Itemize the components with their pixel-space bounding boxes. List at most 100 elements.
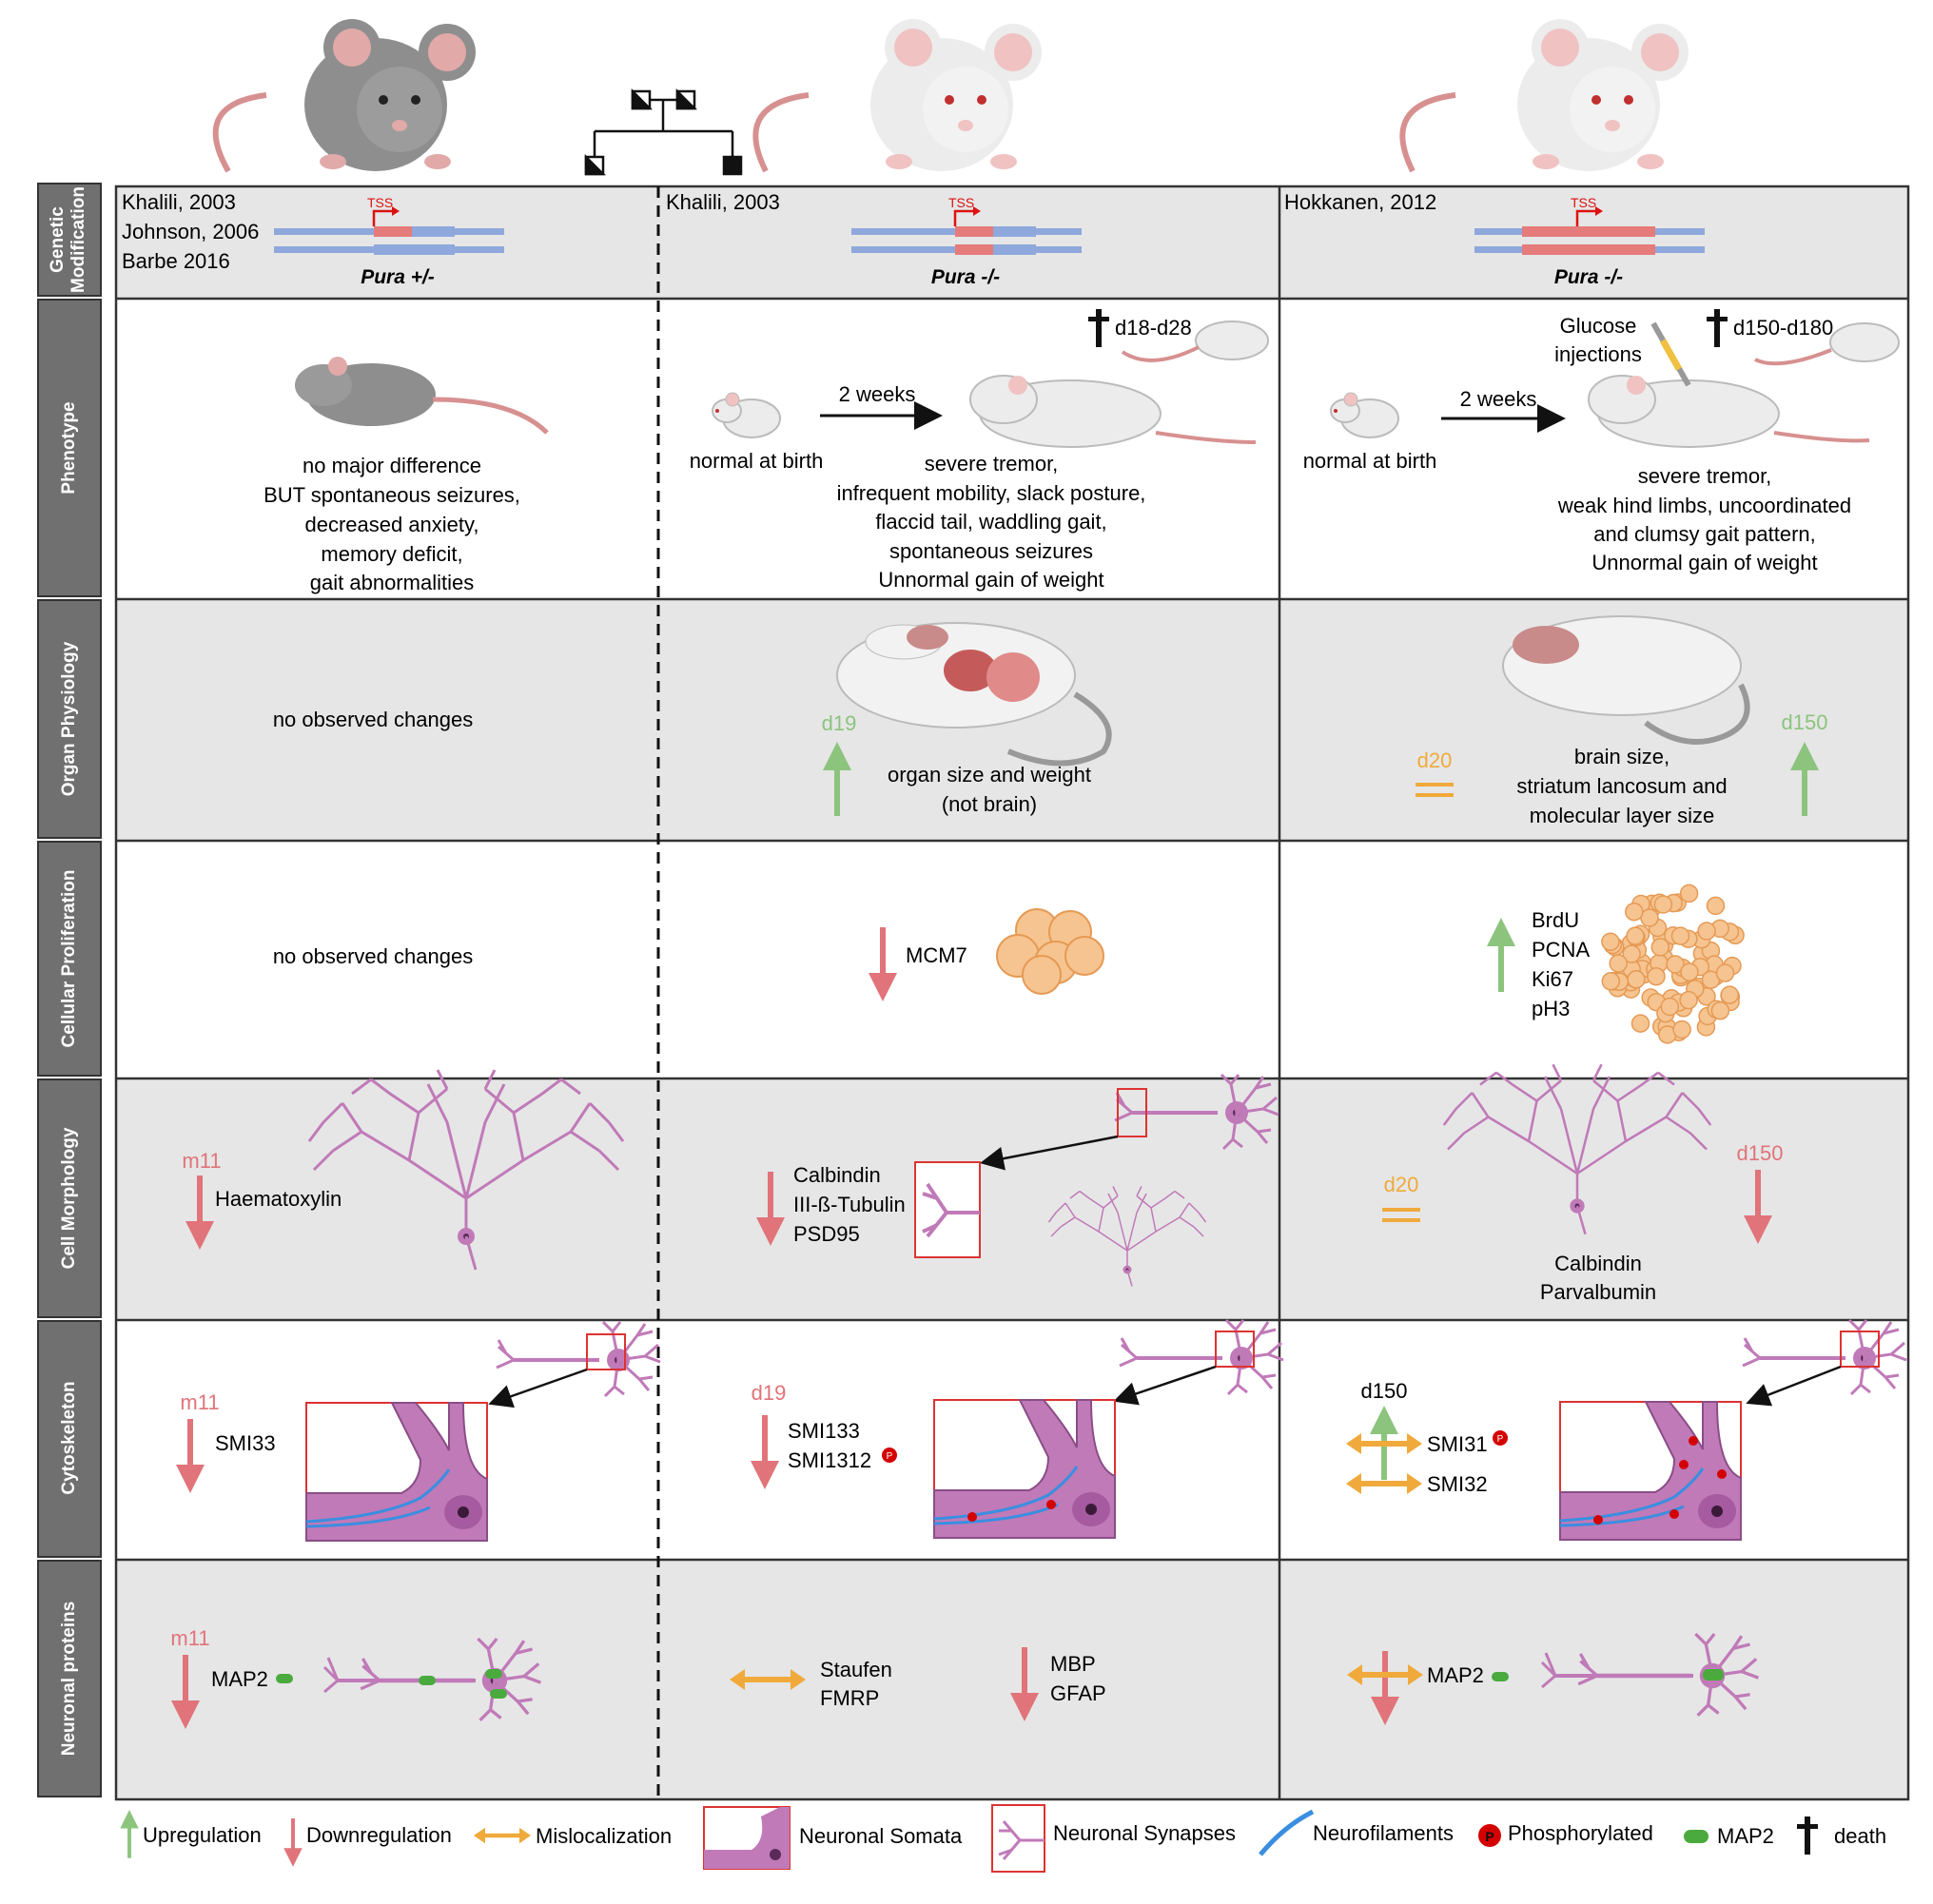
neuron-soma-inset-icon bbox=[932, 1318, 1285, 1540]
pheno-col3-death: d150-d180 bbox=[1733, 316, 1833, 340]
prolif-col3-item: PCNA bbox=[1532, 938, 1590, 962]
cyto-col1-day: m11 bbox=[180, 1390, 219, 1414]
tss-label: TSS bbox=[1571, 195, 1596, 210]
cell-icon bbox=[1706, 896, 1726, 916]
cell-icon bbox=[1660, 997, 1680, 1017]
cell-icon bbox=[1626, 926, 1645, 945]
pheno-col1-line: memory deficit, bbox=[321, 542, 462, 566]
cell-icon bbox=[1601, 972, 1621, 991]
pheno-col1-line: BUT spontaneous seizures, bbox=[264, 483, 520, 507]
organ-col2-day: d19 bbox=[822, 711, 857, 735]
cell-icon bbox=[1680, 962, 1699, 981]
organ-col3-line: brain size, bbox=[1574, 745, 1669, 768]
cell-icon bbox=[1625, 902, 1644, 922]
row-label-neuro: Neuronal proteins bbox=[59, 1602, 79, 1757]
legend-somata-icon bbox=[703, 1806, 791, 1870]
genotype-col2: Pura -/- bbox=[931, 266, 1000, 288]
prolif-col3-item: pH3 bbox=[1532, 997, 1570, 1020]
neuro-col1-day: m11 bbox=[170, 1626, 209, 1650]
neuron-map2-icon bbox=[322, 1639, 540, 1720]
svg-text:P: P bbox=[1497, 1434, 1504, 1445]
mouse-brain-icon bbox=[1502, 615, 1750, 745]
morph-col3-item: Parvalbumin bbox=[1540, 1280, 1656, 1304]
pheno-col3-line: weak hind limbs, uncoordinated bbox=[1557, 494, 1851, 517]
syringe-icon bbox=[1650, 321, 1691, 387]
legend-map2: MAP2 bbox=[1717, 1824, 1774, 1848]
cell-icon bbox=[1627, 970, 1646, 989]
pheno-col2-arrow: 2 weeks bbox=[839, 382, 916, 406]
prolif-col3-item: BrdU bbox=[1532, 908, 1579, 932]
morph-col2-item: Calbindin bbox=[793, 1163, 881, 1187]
cyto-col3-day: d150 bbox=[1361, 1379, 1408, 1403]
row-label-phenotype: Phenotype bbox=[59, 401, 79, 494]
cell-icon bbox=[1666, 955, 1685, 974]
morph-col3-item: Calbindin bbox=[1554, 1252, 1642, 1275]
ref-khalili-1: Khalili, 2003 bbox=[122, 190, 236, 214]
pheno-col3-line: and clumsy gait pattern, bbox=[1593, 522, 1816, 546]
pedigree-icon bbox=[584, 87, 743, 176]
legend-death: death bbox=[1834, 1824, 1886, 1848]
organ-col3-line: molecular layer size bbox=[1530, 804, 1714, 827]
map2-marker bbox=[1492, 1672, 1509, 1681]
cell-icon bbox=[1679, 884, 1699, 903]
phosphorylated-icon: P bbox=[1493, 1430, 1508, 1446]
legend-map2-icon bbox=[1684, 1830, 1708, 1843]
pheno-col1-line: gait abnormalities bbox=[310, 571, 474, 594]
cell-icon bbox=[1670, 926, 1690, 945]
morph-col1-day: m11 bbox=[182, 1149, 221, 1173]
legend-mis: Mislocalization bbox=[536, 1824, 672, 1848]
cyto-col1-text: SMI33 bbox=[215, 1431, 276, 1455]
neuro-col2-right: MBP bbox=[1050, 1652, 1096, 1676]
ref-barbe: Barbe 2016 bbox=[122, 249, 230, 273]
organ-col1: no observed changes bbox=[273, 708, 473, 731]
neuro-col1-text: MAP2 bbox=[211, 1667, 268, 1691]
morph-col3-day-right: d150 bbox=[1737, 1141, 1784, 1165]
cell-icon bbox=[1715, 963, 1735, 982]
map2-marker bbox=[276, 1674, 293, 1683]
mouse-white-icon bbox=[1399, 19, 1689, 173]
prolif-col1: no observed changes bbox=[273, 944, 473, 968]
legend-mis-icon bbox=[474, 1827, 531, 1844]
svg-text:P: P bbox=[887, 1451, 893, 1462]
legend-phos-icon: P bbox=[1478, 1824, 1501, 1847]
ref-johnson: Johnson, 2006 bbox=[122, 220, 259, 243]
pheno-col3-line: Unnormal gain of weight bbox=[1591, 551, 1817, 574]
morph-col2-item: PSD95 bbox=[793, 1222, 860, 1246]
adult-mouse-icon bbox=[1588, 375, 1870, 448]
legend-somata: Neuronal Somata bbox=[799, 1824, 963, 1848]
pheno-col2-line: severe tremor, bbox=[925, 452, 1059, 476]
pheno-col2-death: d18-d28 bbox=[1115, 316, 1192, 340]
row-label-bars bbox=[37, 183, 102, 1797]
prolif-col3-item: Ki67 bbox=[1532, 967, 1573, 991]
legend-down-icon bbox=[283, 1818, 303, 1867]
neuron-soma-inset-icon bbox=[1558, 1318, 1908, 1542]
pheno-col2-line: flaccid tail, waddling gait, bbox=[875, 510, 1106, 534]
pheno-col3-line: severe tremor, bbox=[1638, 464, 1772, 488]
glucose-label: Glucose bbox=[1560, 314, 1637, 338]
neuro-col2-left: Staufen bbox=[820, 1658, 892, 1681]
pheno-col2-line: infrequent mobility, slack posture, bbox=[837, 481, 1146, 505]
cell-icon bbox=[1609, 954, 1628, 973]
legend-nf-icon bbox=[1259, 1809, 1315, 1856]
cell-icon bbox=[1640, 908, 1659, 927]
adult-mouse-icon bbox=[969, 375, 1257, 448]
dead-mouse-icon bbox=[1754, 322, 1900, 366]
pheno-col1-line: no major difference bbox=[303, 454, 481, 477]
genotype-col3: Pura -/- bbox=[1554, 266, 1623, 288]
morph-col2-item: III-ß-Tubulin bbox=[793, 1193, 906, 1216]
cyto-col3-item: SMI32 bbox=[1427, 1472, 1488, 1496]
legend-synapses-icon bbox=[991, 1804, 1045, 1873]
mouse-grey-side-icon bbox=[295, 357, 549, 435]
gene-diagram-3: TSS bbox=[1474, 195, 1705, 255]
organ-col2-line: (not brain) bbox=[942, 792, 1037, 816]
cell-icon bbox=[1720, 985, 1740, 1004]
pheno-col1-line: decreased anxiety, bbox=[304, 513, 478, 536]
neuro-col2-left: FMRP bbox=[820, 1686, 879, 1710]
pheno-col2-line: Unnormal gain of weight bbox=[878, 568, 1103, 592]
cell-icon bbox=[1672, 1020, 1691, 1039]
row-label-organ: Organ Physiology bbox=[59, 641, 79, 796]
pheno-col3-arrow: 2 weeks bbox=[1460, 387, 1537, 411]
phosphorylated-icon: P bbox=[882, 1447, 897, 1463]
legend-nf: Neurofilaments bbox=[1313, 1821, 1454, 1845]
